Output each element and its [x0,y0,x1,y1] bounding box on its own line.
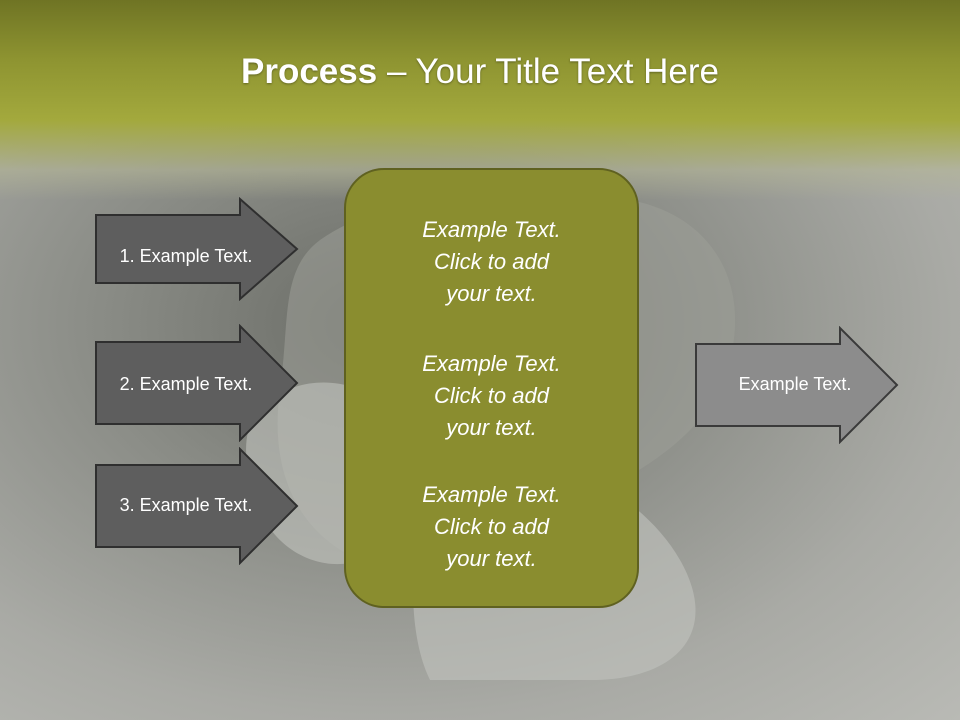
title-bold: Process [241,52,378,91]
center-block-2-line-3: your text. [446,415,537,440]
center-block-1: Example Text. Click to add your text. [346,214,637,310]
center-block-2-line-1: Example Text. [422,351,561,376]
left-arrow-2-label: 2. Example Text. [119,374,253,394]
center-block-3: Example Text. Click to add your text. [346,479,637,575]
left-arrow-3-label: 3. Example Text. [119,495,253,515]
left-arrow-2 [95,324,299,442]
center-block-3-line-1: Example Text. [422,482,561,507]
center-block-1-line-2: Click to add [434,249,549,274]
right-arrow [695,326,899,444]
center-block-1-line-3: your text. [446,281,537,306]
center-block-2-line-2: Click to add [434,383,549,408]
center-block-3-line-3: your text. [446,546,537,571]
left-arrow-1-label: 1. Example Text. [119,246,253,266]
slide-title: Process – Your Title Text Here [0,52,960,92]
title-rest: – Your Title Text Here [377,52,719,91]
left-arrow-3 [95,447,299,565]
title-banner [0,0,960,200]
center-block-3-line-2: Click to add [434,514,549,539]
right-arrow-label: Example Text. [738,374,852,394]
left-arrow-1 [95,197,299,301]
center-block-1-line-1: Example Text. [422,217,561,242]
center-text-box: Example Text. Click to add your text. Ex… [344,168,639,608]
center-block-2: Example Text. Click to add your text. [346,348,637,444]
